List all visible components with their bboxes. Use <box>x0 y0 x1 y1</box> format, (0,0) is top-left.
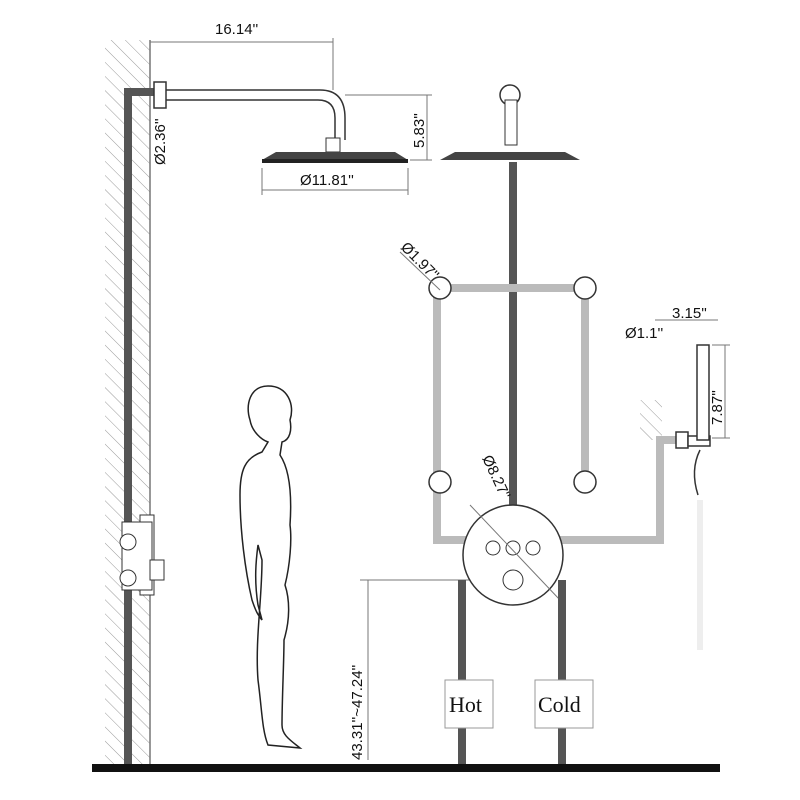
hand-shower-diameter-label: Ø1.1'' <box>625 325 663 342</box>
hand-shower-length-label: 7.87'' <box>709 390 726 425</box>
hand-shower <box>675 344 711 496</box>
person-silhouette <box>239 385 303 749</box>
hand-shower-width-label: 3.15'' <box>672 305 707 322</box>
body-jet <box>428 276 452 300</box>
body-jets <box>428 276 597 494</box>
floor <box>92 764 720 772</box>
valve-height-label: 43.31''~47.24'' <box>349 665 366 760</box>
jet-diameter-label: Ø1.97'' <box>397 239 442 284</box>
arm-length-label: 16.14'' <box>215 21 258 38</box>
side-shower-head <box>262 152 408 163</box>
valve-diameter-label: Ø8.27'' <box>478 453 513 503</box>
body-jet-pipes <box>433 284 676 544</box>
arm-drop-label: 5.83'' <box>411 113 428 148</box>
dimension-lines <box>150 38 730 760</box>
flange-diameter-label: Ø2.36'' <box>152 118 169 165</box>
head-diameter-label: Ø11.81'' <box>300 172 354 189</box>
wall-valve <box>119 514 165 596</box>
side-shower-arm <box>153 81 346 153</box>
hot-label: Hot <box>449 692 482 717</box>
front-shower-arm <box>440 84 580 160</box>
cold-label: Cold <box>538 692 581 717</box>
hand-shower-wall-hatch <box>640 400 662 440</box>
thermostatic-valve <box>462 504 564 606</box>
body-jet <box>573 470 597 494</box>
body-jet <box>428 470 452 494</box>
body-jet <box>573 276 597 300</box>
